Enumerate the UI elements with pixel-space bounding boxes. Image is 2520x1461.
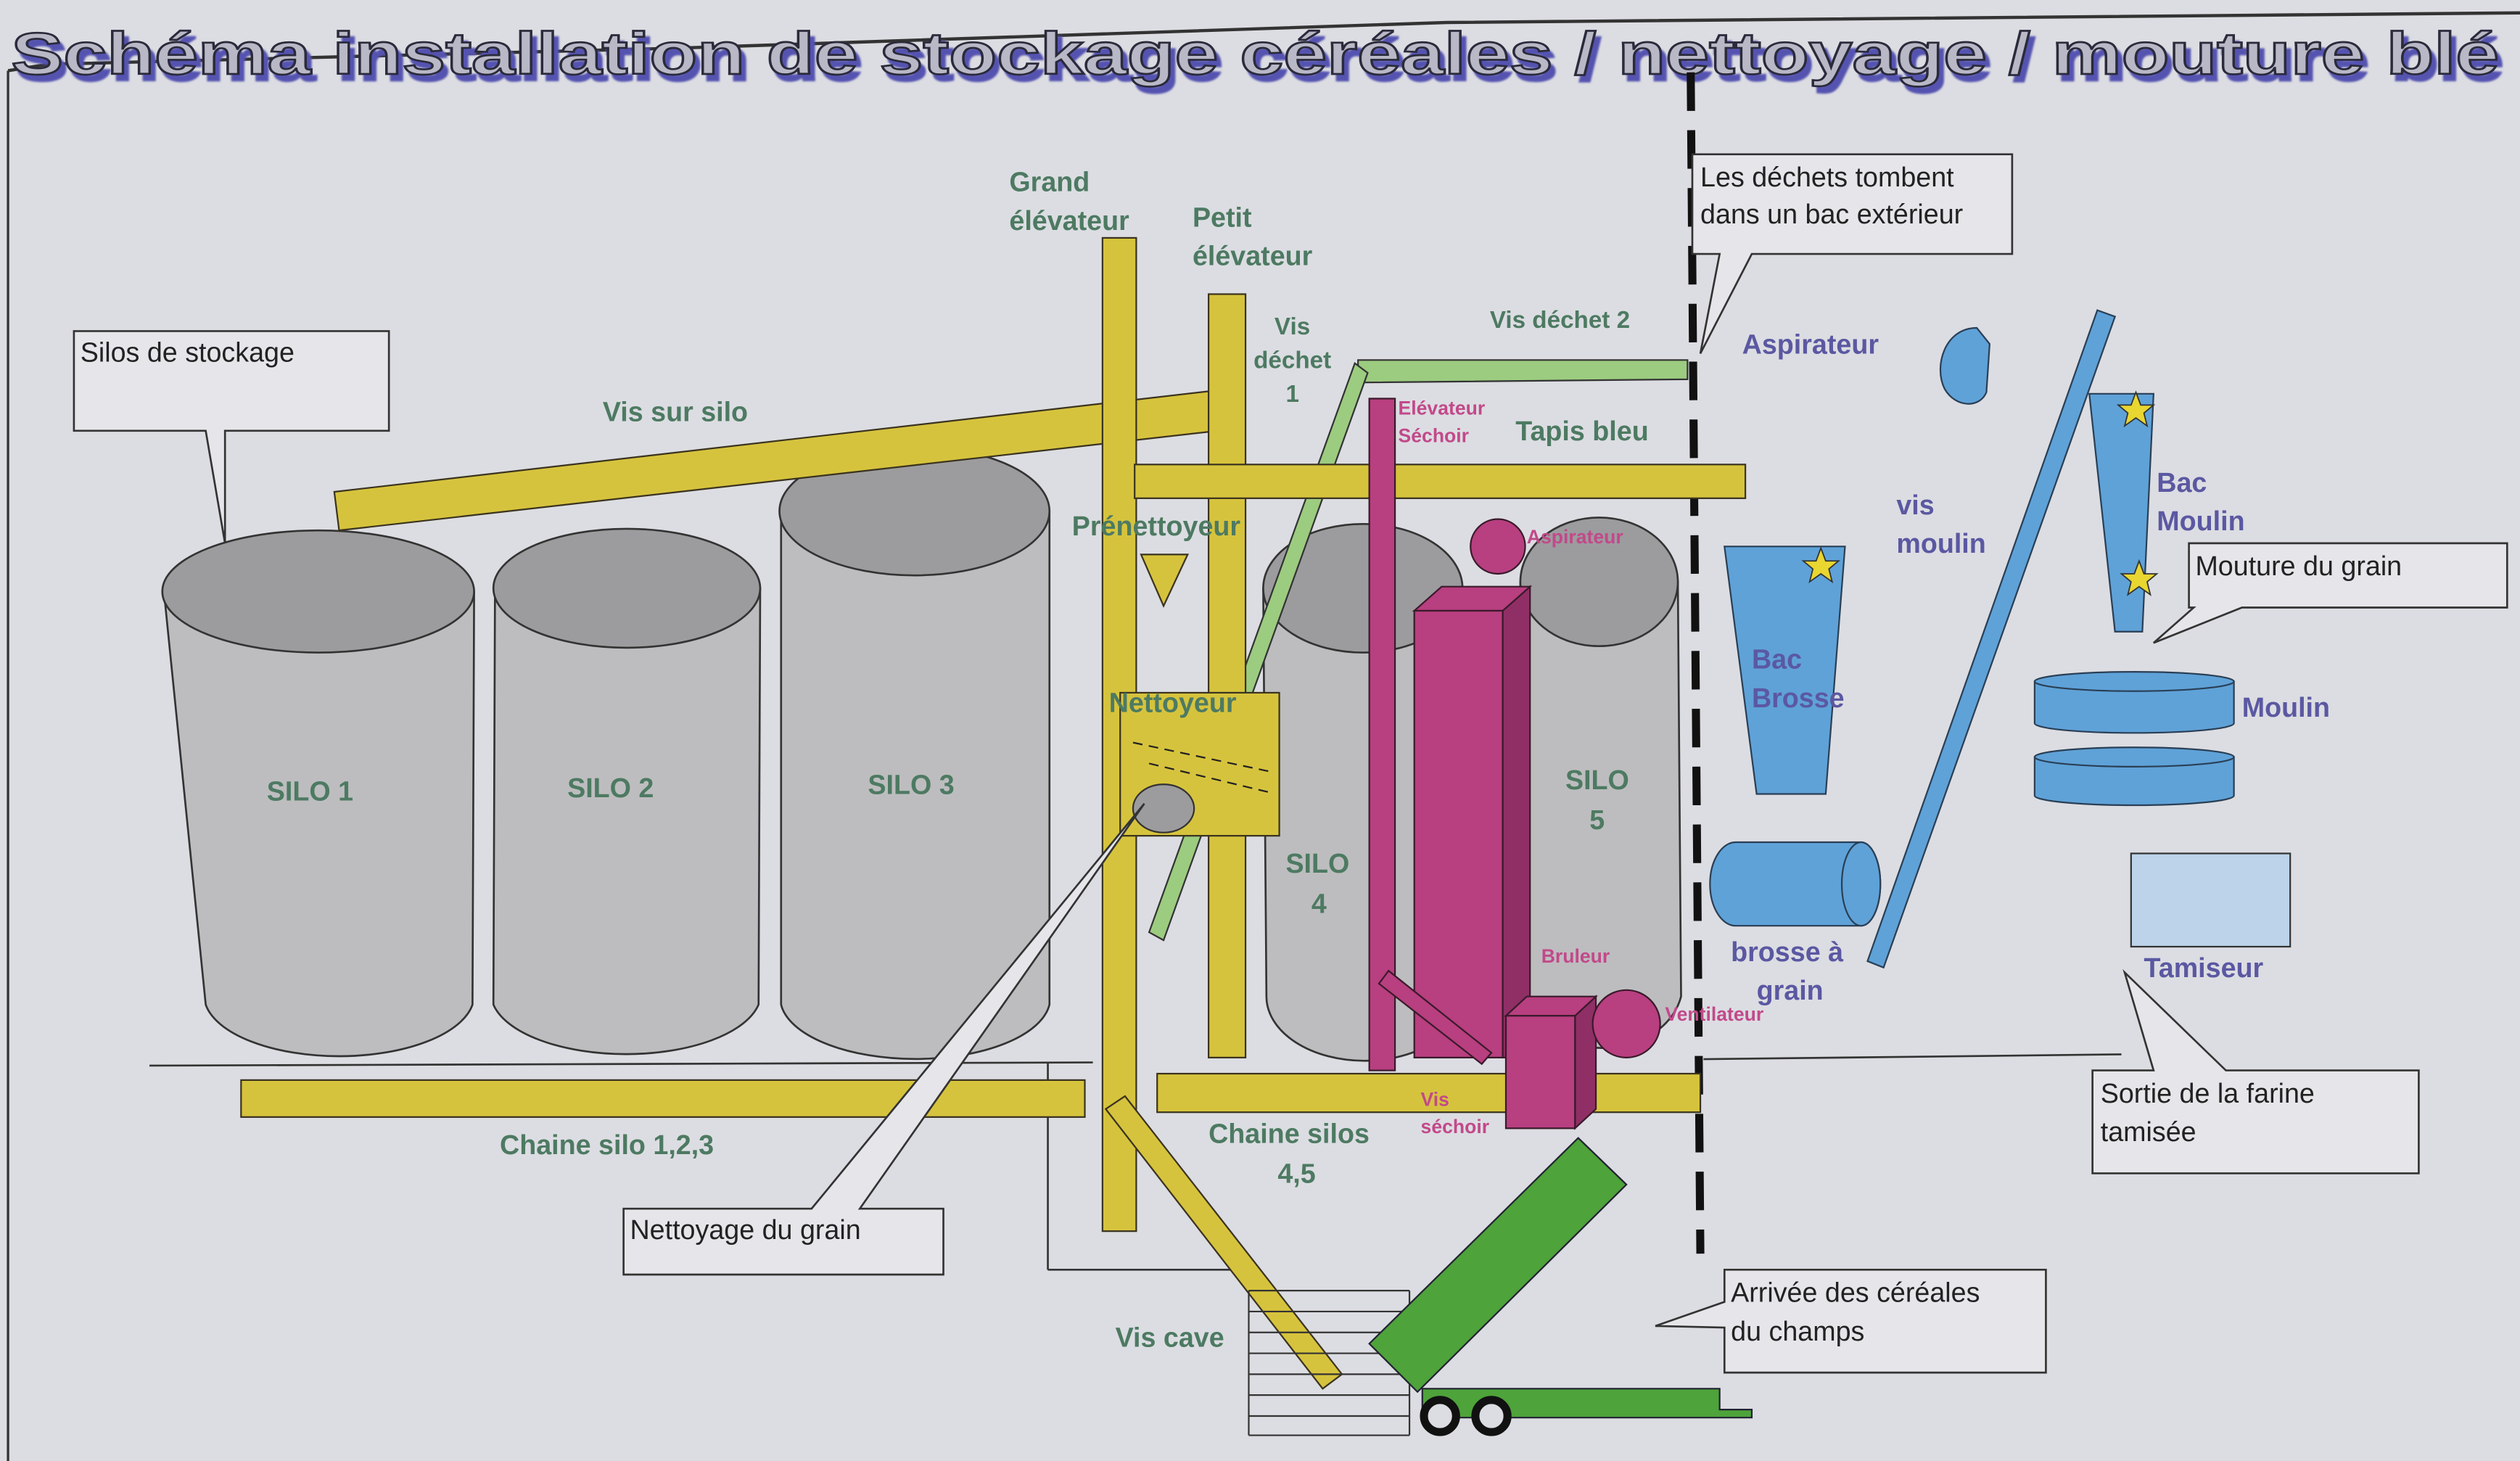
callout-mouture: Mouture du grain (2152, 542, 2508, 644)
dryer-assembly (1368, 398, 1661, 1130)
silo-3 (778, 445, 1051, 1061)
vis-sur-silo-label: Vis sur silo (603, 396, 748, 427)
wheel-icon (1420, 1396, 1460, 1436)
silo-5 (1519, 517, 1682, 1049)
bac-brosse (1724, 546, 1846, 795)
prenettoyeur-label: Prénettoyeur (1072, 511, 1241, 541)
aspirateur-sechoir-label: Aspirateur (1527, 526, 1623, 548)
silo-4 (1262, 522, 1464, 1062)
ventilateur-label: Ventilateur (1665, 1003, 1763, 1025)
vis-dechet-2-label: Vis déchet 2 (1490, 307, 1630, 334)
grain-trailer (1368, 1137, 1753, 1436)
chaine-silos-4-5 (1156, 1072, 1702, 1114)
aspirateur-moulin (1939, 326, 1990, 405)
ventilateur (1592, 989, 1661, 1058)
vis-moulin (1866, 309, 2117, 969)
silo-2 (492, 527, 762, 1055)
bruleur (1504, 1015, 1576, 1129)
tamiseur-label: Tamiseur (2144, 952, 2264, 983)
elevateur-sechoir (1368, 398, 1396, 1071)
moulin (2033, 671, 2235, 807)
nettoyeur-label: Nettoyeur (1109, 688, 1237, 718)
silo-1 (161, 529, 475, 1058)
diagram-title: Schéma installation de stockage céréales… (12, 21, 2500, 87)
brosse-a-grain (1709, 841, 1882, 927)
bruleur-label: Bruleur (1541, 945, 1610, 967)
petit-elevateur (1207, 293, 1247, 1058)
callout-silos-stockage: Silos de stockage (73, 330, 390, 544)
silo-2-label: SILO 2 (567, 773, 654, 803)
tapis-bleu-label: Tapis bleu (1515, 416, 1648, 446)
aspirateur-sechoir (1470, 518, 1526, 575)
vis-cave-label: Vis cave (1116, 1322, 1224, 1353)
frame-line (7, 11, 2520, 73)
silo-1-label: SILO 1 (267, 775, 353, 806)
callout-text: Silos de stockage (81, 337, 295, 368)
callout-text: Nettoyage du grain (630, 1214, 861, 1245)
aspirateur-moulin-label: Aspirateur (1742, 329, 1879, 359)
tamiseur (2130, 852, 2292, 948)
star-icon (1801, 390, 2159, 596)
silo-3-label: SILO 3 (868, 770, 954, 800)
chaine-silo-1-2-3 (240, 1079, 1086, 1118)
callout-text: Mouture du grain (2195, 551, 2402, 581)
moulin-label: Moulin (2242, 692, 2330, 723)
nettoyeur (1119, 691, 1280, 837)
prenettoyeur-hopper (1140, 553, 1190, 608)
vis-dechet-2 (1357, 359, 1689, 384)
wheel-icon (1471, 1396, 1512, 1436)
tapis-bleu (1134, 464, 1747, 499)
boundary-dashed-line (1687, 72, 1705, 1254)
callout-nettoyage: Nettoyage du grain (622, 802, 1145, 1276)
chaine-silo-1-2-3-label: Chaine silo 1,2,3 (500, 1129, 714, 1160)
vis-sechoir-chute (1378, 969, 1493, 1066)
